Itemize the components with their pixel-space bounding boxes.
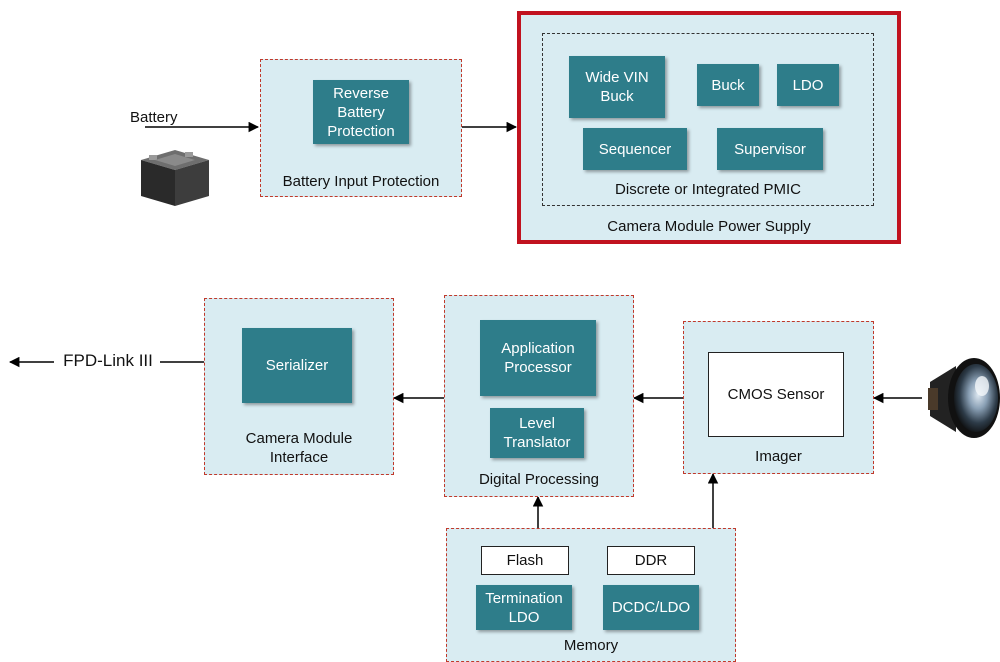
camera-module-power-supply-title: Camera Module Power Supply: [607, 218, 811, 235]
flash-block: Flash: [481, 546, 569, 575]
memory-title: Memory: [563, 637, 619, 654]
cmos-sensor-block: CMOS Sensor: [708, 352, 844, 437]
level-translator-block: Level Translator: [490, 408, 584, 458]
camera-module-interface-title: Camera Module Interface: [245, 430, 353, 466]
fpd-link-label: FPD-Link III: [63, 351, 153, 370]
ldo-block: LDO: [777, 64, 839, 106]
battery-label: Battery: [130, 109, 178, 126]
serializer-block: Serializer: [242, 328, 352, 403]
buck-block: Buck: [697, 64, 759, 106]
battery-input-protection-title: Battery Input Protection: [282, 173, 440, 190]
termination-ldo-block: Termination LDO: [476, 585, 572, 630]
application-processor-block: Application Processor: [480, 320, 596, 396]
digital-processing-title: Digital Processing: [478, 471, 600, 488]
pmic-dashed-boundary: [542, 33, 874, 206]
wide-vin-buck-block: Wide VIN Buck: [569, 56, 665, 118]
car-battery-icon: [141, 150, 209, 206]
ddr-block: DDR: [607, 546, 695, 575]
supervisor-block: Supervisor: [717, 128, 823, 170]
reverse-battery-protection-block: Reverse Battery Protection: [313, 80, 409, 144]
sequencer-block: Sequencer: [583, 128, 687, 170]
dcdc-ldo-block: DCDC/LDO: [603, 585, 699, 630]
camera-lens-icon: [928, 358, 1000, 438]
pmic-title: Discrete or Integrated PMIC: [615, 181, 801, 198]
imager-title: Imager: [755, 448, 802, 465]
